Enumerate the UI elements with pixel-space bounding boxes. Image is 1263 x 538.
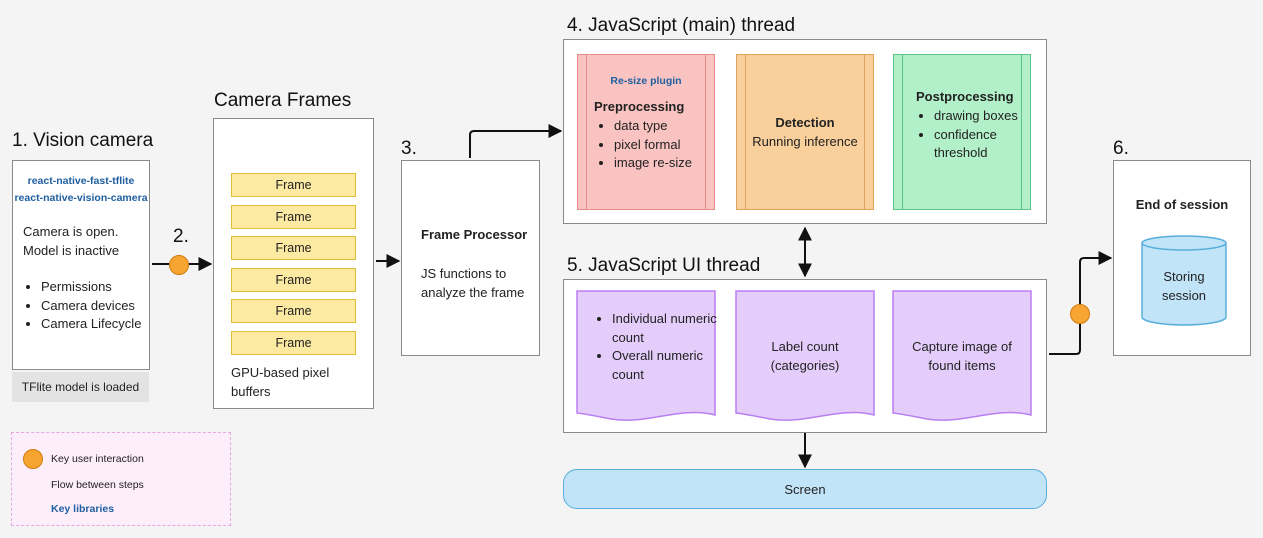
detection-desc: Running inference (752, 134, 858, 149)
frame-processor-title: Frame Processor (421, 227, 528, 242)
end-session-box: End of session Storing session (1113, 160, 1251, 356)
pre-step: image re-size (614, 154, 729, 173)
frame-item: Frame (231, 173, 356, 197)
capture-image-text: Capture image of found items (912, 339, 1012, 373)
legend-interaction-label: Key user interaction (51, 453, 144, 465)
frame-processor-box: Frame Processor JS functions to analyze … (401, 160, 540, 356)
preprocessing-panel: Re-size plugin Preprocessing data type p… (577, 54, 715, 210)
camera-status: Camera is open. Model is inactive (23, 224, 120, 258)
camera-frames-box: Frame Frame Frame Frame Frame Frame GPU-… (213, 118, 374, 409)
database-icon (1141, 235, 1227, 326)
count-item: Overall numeric count (612, 347, 727, 384)
end-session-title: End of session (1135, 197, 1229, 212)
preprocessing-steps: data type pixel formal image re-size (596, 117, 729, 173)
postprocessing-panel: Postprocessing drawing boxes confidence … (893, 54, 1031, 210)
model-loaded-note: TFlite model is loaded (12, 372, 149, 402)
legend: Key user interaction Flow between steps … (11, 432, 231, 526)
step6-label: 6. (1113, 138, 1129, 159)
feature-permissions: Permissions (41, 278, 161, 297)
vision-camera-box: react-native-fast-tflite react-native-vi… (12, 160, 150, 370)
camera-features: Permissions Camera devices Camera Lifecy… (23, 278, 161, 334)
legend-libraries-label: Key libraries (51, 503, 115, 515)
library-vision-camera: react-native-vision-camera (14, 192, 148, 204)
step4-title: 4. JavaScript (main) thread (567, 15, 796, 36)
postprocessing-steps: drawing boxes confidence threshold (916, 107, 1044, 163)
step1-title: 1. Vision camera (12, 130, 154, 151)
ui-card-2-shape (735, 290, 875, 421)
postprocessing-title: Postprocessing (916, 89, 1014, 104)
legend-flow-label: Flow between steps (51, 479, 144, 491)
arrow-processor-to-main (469, 124, 563, 158)
post-step: confidence threshold (934, 126, 1044, 163)
frame-item: Frame (231, 205, 356, 229)
frame-item: Frame (231, 331, 356, 355)
frame-item: Frame (231, 236, 356, 260)
ui-thread-box: Individual numeric count Overall numeric… (563, 279, 1047, 433)
frame-processor-desc: JS functions to analyze the frame (421, 266, 525, 300)
ui-counts-list: Individual numeric count Overall numeric… (594, 310, 727, 384)
feature-lifecycle: Camera Lifecycle (41, 315, 161, 334)
pre-step: data type (614, 117, 729, 136)
post-step: drawing boxes (934, 107, 1044, 126)
feature-devices: Camera devices (41, 297, 161, 316)
label-count-text: Label count (categories) (770, 339, 840, 373)
ui-card-1-shape (576, 290, 716, 421)
storing-session-text: Storing session (1161, 269, 1207, 303)
camera-frames-title: Camera Frames (214, 90, 352, 111)
library-fast-tflite: react-native-fast-tflite (27, 175, 135, 187)
pre-step: pixel formal (614, 136, 729, 155)
frame-item: Frame (231, 268, 356, 292)
detection-panel: Detection Running inference (736, 54, 874, 210)
legend-interaction-icon (23, 449, 43, 469)
step3-label: 3. (401, 138, 417, 159)
frames-caption: GPU-based pixel buffers (231, 365, 330, 399)
frame-item: Frame (231, 299, 356, 323)
step5-title: 5. JavaScript UI thread (567, 255, 761, 276)
ui-card-3-shape (892, 290, 1032, 421)
user-interaction-dot[interactable] (1070, 304, 1090, 324)
user-interaction-dot[interactable] (169, 255, 189, 275)
screen-output: Screen (563, 469, 1047, 509)
main-thread-box: Re-size plugin Preprocessing data type p… (563, 39, 1047, 224)
detection-title: Detection (775, 115, 835, 130)
resize-plugin-library: Re-size plugin (610, 75, 682, 87)
preprocessing-title: Preprocessing (594, 99, 685, 114)
count-item: Individual numeric count (612, 310, 727, 347)
step2-label: 2. (173, 226, 189, 247)
